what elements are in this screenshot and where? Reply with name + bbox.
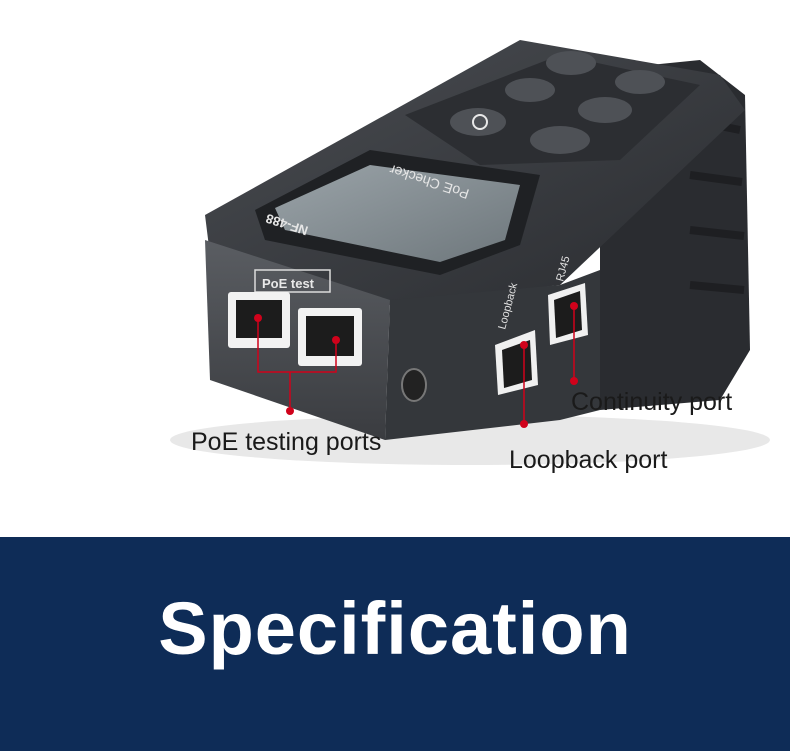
poe-label-frame xyxy=(254,269,331,293)
product-photo: PoE Checker NF-488 PoE test Loopback RJ4… xyxy=(170,40,770,474)
key-back xyxy=(615,70,665,94)
continuity-port-callout: Continuity port xyxy=(571,388,733,416)
lcd-screen xyxy=(275,165,520,262)
device-front-face xyxy=(205,240,390,440)
key-right xyxy=(578,97,632,123)
poe-tester-device-illustration: PoE Checker NF-488 PoE test Loopback RJ4… xyxy=(170,40,770,465)
callout-dots xyxy=(254,302,578,428)
key-ok xyxy=(546,51,596,75)
specification-banner xyxy=(0,537,790,751)
key-power xyxy=(450,108,506,136)
poe-ports-callout: PoE testing ports xyxy=(191,428,382,456)
poe-test-label: PoE test xyxy=(262,276,315,291)
banner-title: Specification xyxy=(158,587,632,670)
device-right-front-face xyxy=(385,270,600,440)
loopback-port-callout: Loopback port xyxy=(509,446,668,474)
device-shadow xyxy=(170,415,770,465)
key-light xyxy=(530,126,590,154)
power-icon xyxy=(472,114,488,130)
dc-jack xyxy=(401,368,427,402)
callout-lines xyxy=(257,306,575,424)
key-left xyxy=(505,78,555,102)
